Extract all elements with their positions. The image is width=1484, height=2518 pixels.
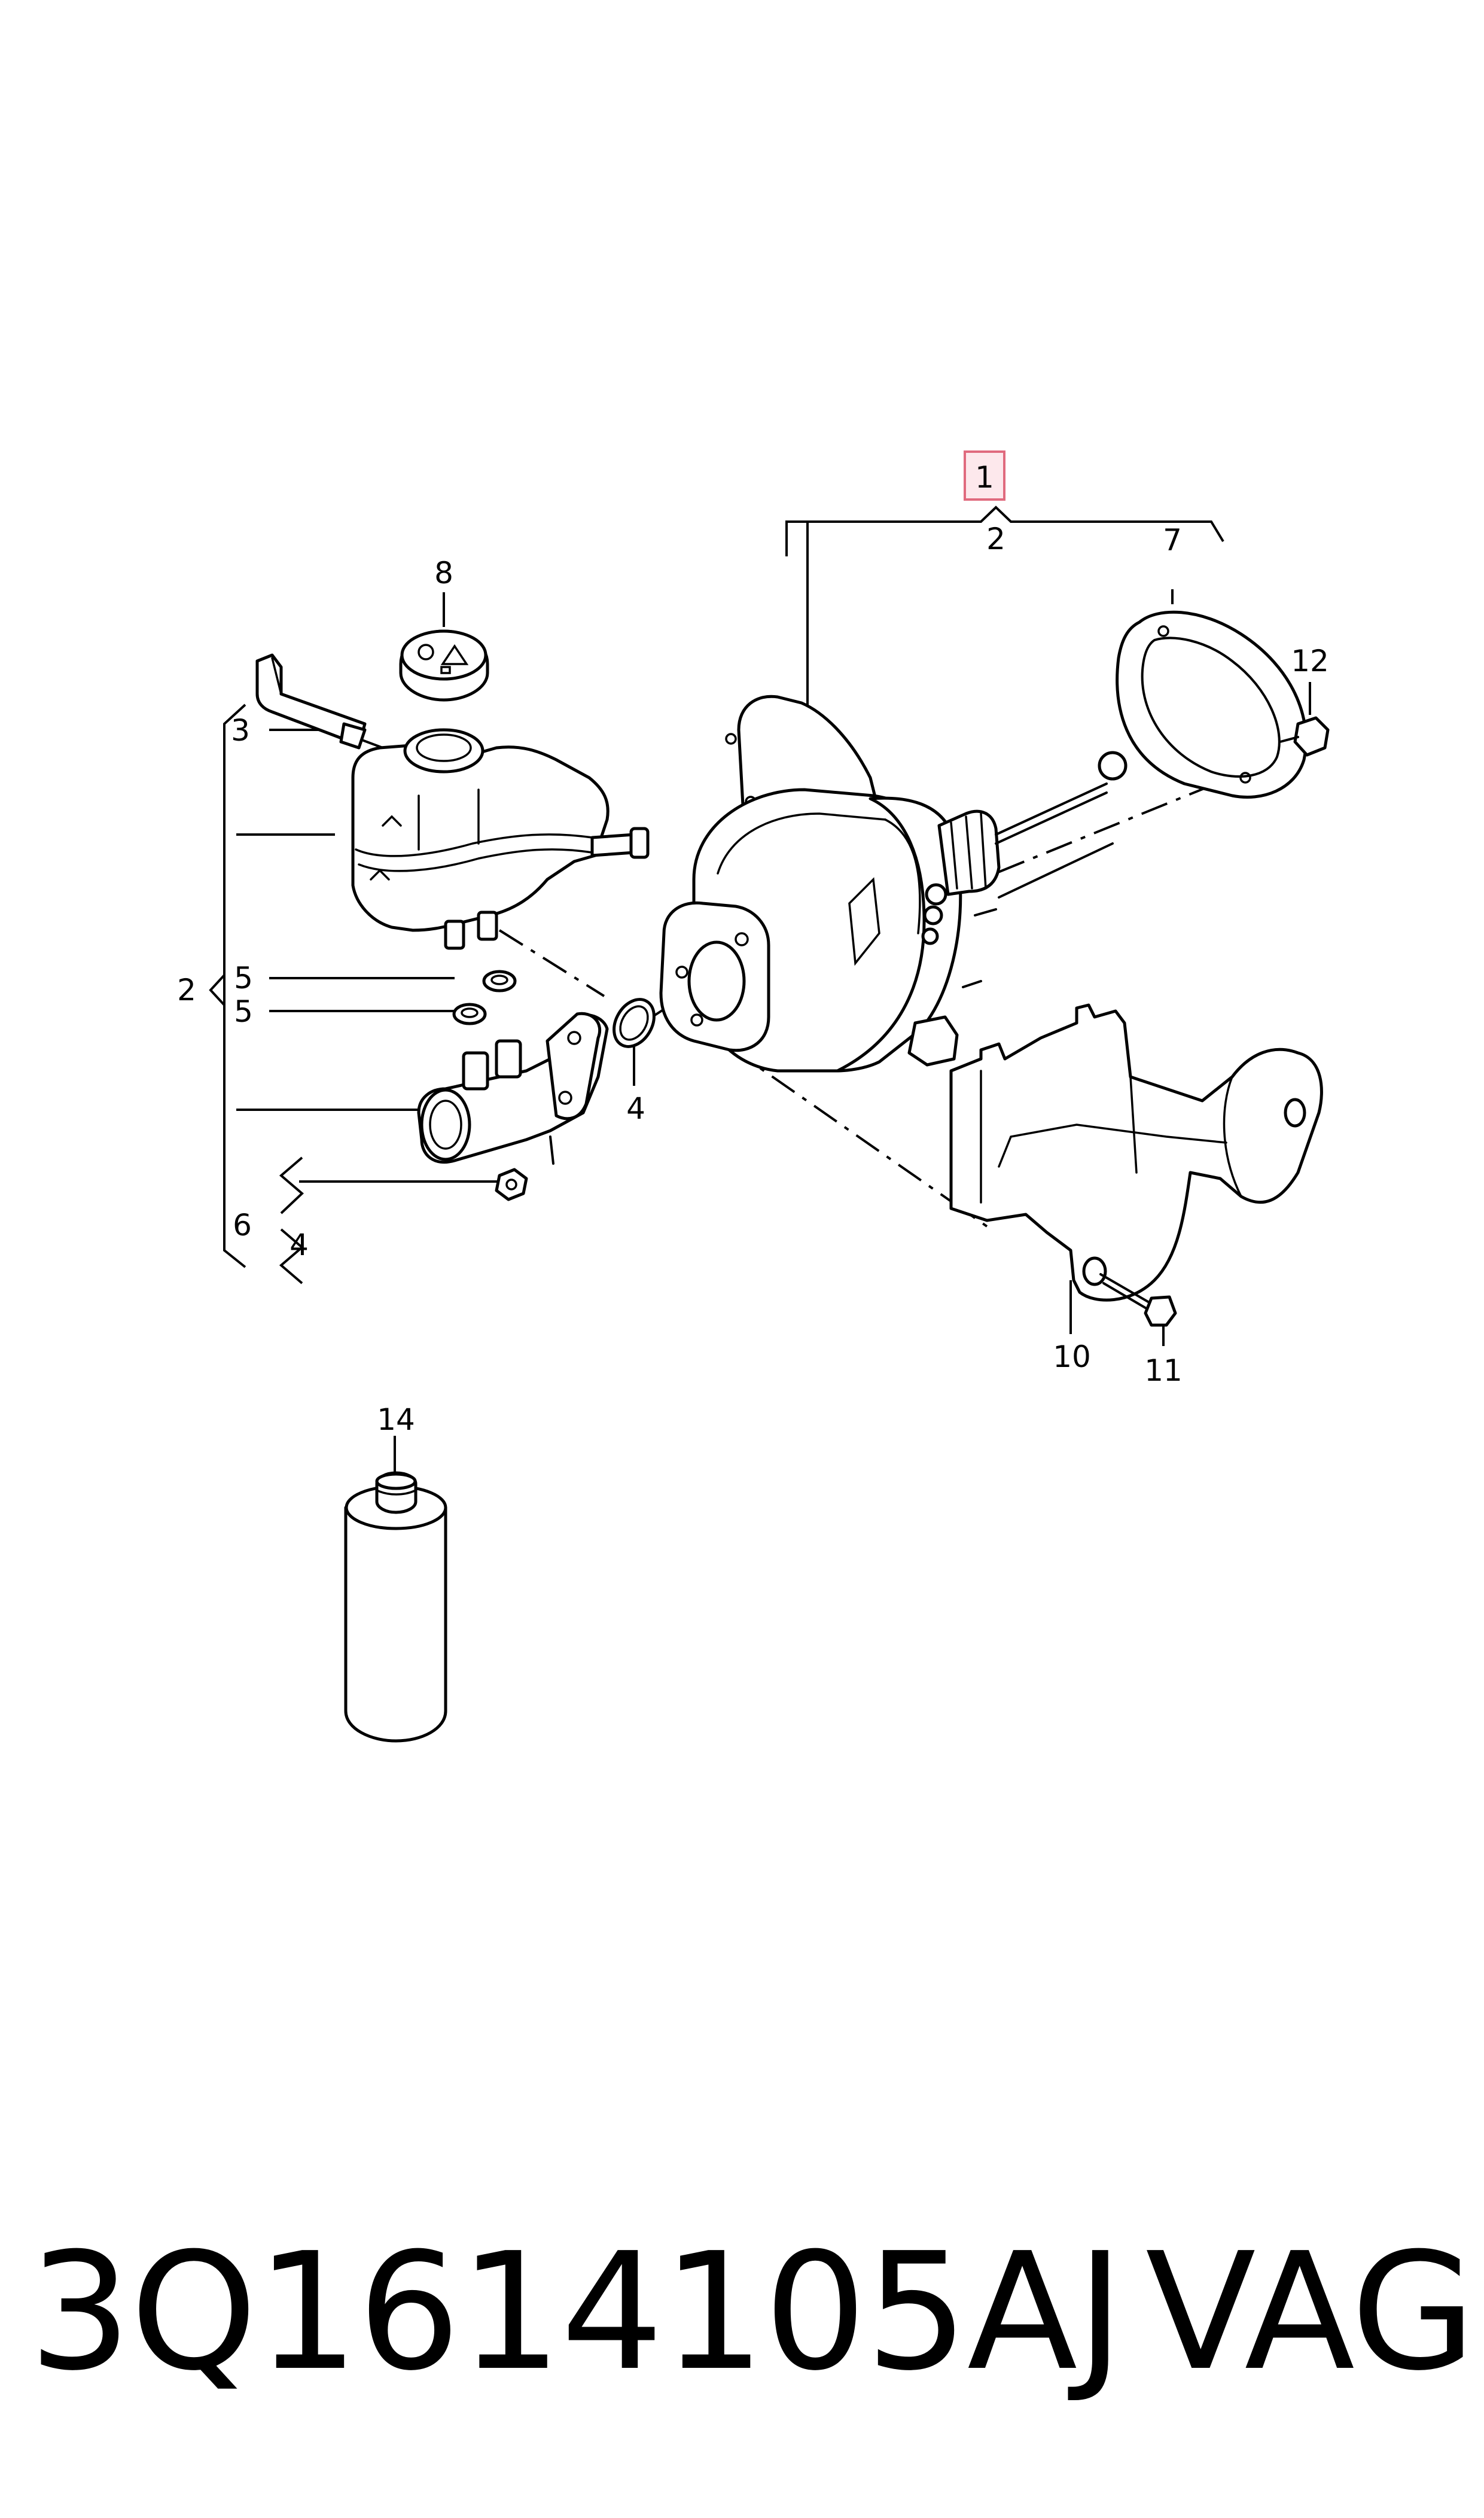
callout-1: 1 <box>975 460 994 495</box>
highlighted-callout-box <box>964 450 1005 501</box>
callout-2-top: 2 <box>986 522 1005 556</box>
callout-5-lower: 5 <box>234 994 253 1029</box>
nut-master-cylinder <box>495 1168 528 1201</box>
reservoir-hose <box>255 653 367 750</box>
callout-4-ring: 4 <box>626 1091 645 1126</box>
callout-14: 14 <box>377 1402 415 1437</box>
nut-12 <box>1279 716 1330 757</box>
callout-11: 11 <box>1144 1353 1183 1388</box>
bolt-11 <box>1099 1273 1177 1327</box>
callout-labels: 1 2 7 8 12 3 2 5 5 4 6 4 10 11 14 <box>177 460 1329 1437</box>
reservoir-cap <box>399 629 489 702</box>
brake-booster <box>659 695 1128 1073</box>
brake-fluid-bottle <box>344 1471 447 1743</box>
callout-4-bottom: 4 <box>290 1228 309 1262</box>
brand-name: VAG <box>1145 2218 1476 2406</box>
part-number: 3Q1614105AJ <box>29 2218 1124 2406</box>
heat-shield <box>949 1003 1323 1302</box>
callout-7: 7 <box>1163 523 1182 558</box>
mounting-gasket <box>1116 610 1308 799</box>
brake-fluid-reservoir <box>351 728 650 950</box>
bracket-assembly-1 <box>785 506 1224 736</box>
callout-10: 10 <box>1053 1339 1091 1374</box>
callout-3: 3 <box>231 713 250 748</box>
callout-12: 12 <box>1291 644 1329 678</box>
callout-5-upper: 5 <box>234 961 253 995</box>
grommets <box>452 970 517 1025</box>
leader-lines <box>269 589 1311 1472</box>
callout-6: 6 <box>233 1208 252 1243</box>
bracket-assembly-2 <box>209 704 419 1268</box>
o-ring <box>613 998 656 1048</box>
callout-8: 8 <box>434 556 453 590</box>
callout-2-left: 2 <box>177 973 196 1007</box>
master-cylinder <box>417 1012 609 1165</box>
